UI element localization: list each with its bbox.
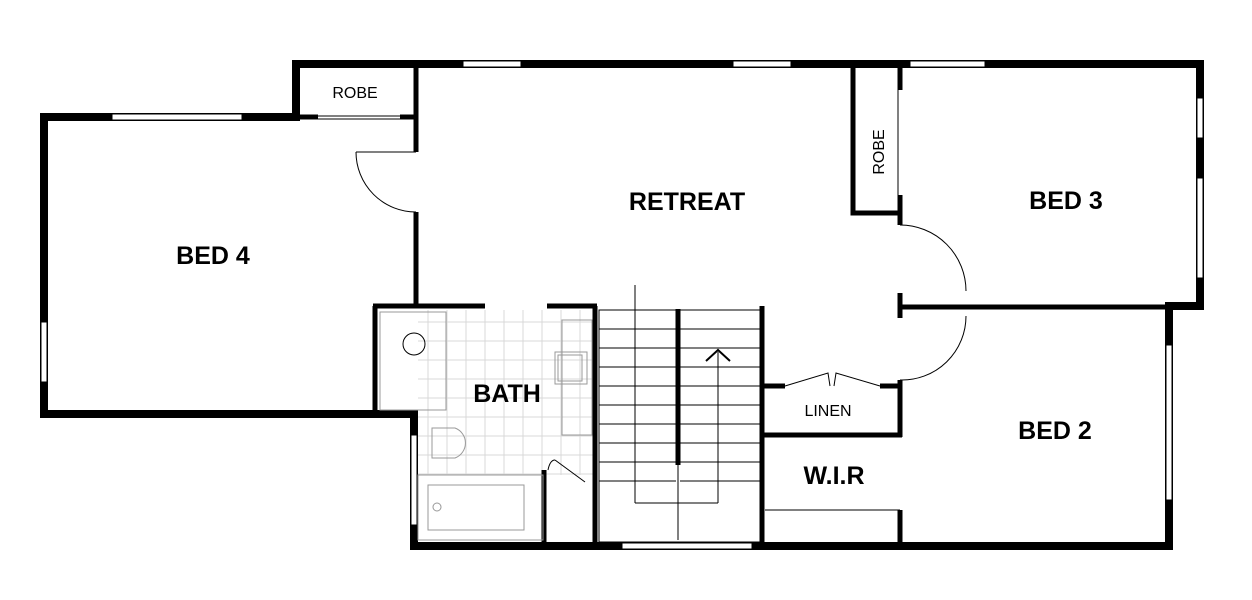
room-label-robe-bed4: ROBE [332, 85, 377, 102]
staircase [599, 285, 760, 540]
room-label-retreat: RETREAT [629, 188, 745, 216]
room-label-bed2: BED 2 [1018, 417, 1092, 445]
bath-tiles [418, 310, 595, 475]
room-label-bath: BATH [473, 380, 541, 408]
room-label-robe-bed3: ROBE [871, 129, 888, 174]
room-label-linen: LINEN [804, 403, 851, 420]
bathtub-icon [427, 484, 525, 531]
fixtures [417, 319, 593, 541]
windows [40, 60, 1204, 550]
toilet-icon [431, 427, 466, 459]
room-label-bed3: BED 3 [1029, 187, 1103, 215]
interior-walls [300, 66, 1170, 545]
room-label-wir: W.I.R [803, 462, 864, 490]
room-label-bed4: BED 4 [176, 242, 250, 270]
stair-up-arrow-icon [705, 348, 731, 362]
doors [355, 151, 967, 483]
